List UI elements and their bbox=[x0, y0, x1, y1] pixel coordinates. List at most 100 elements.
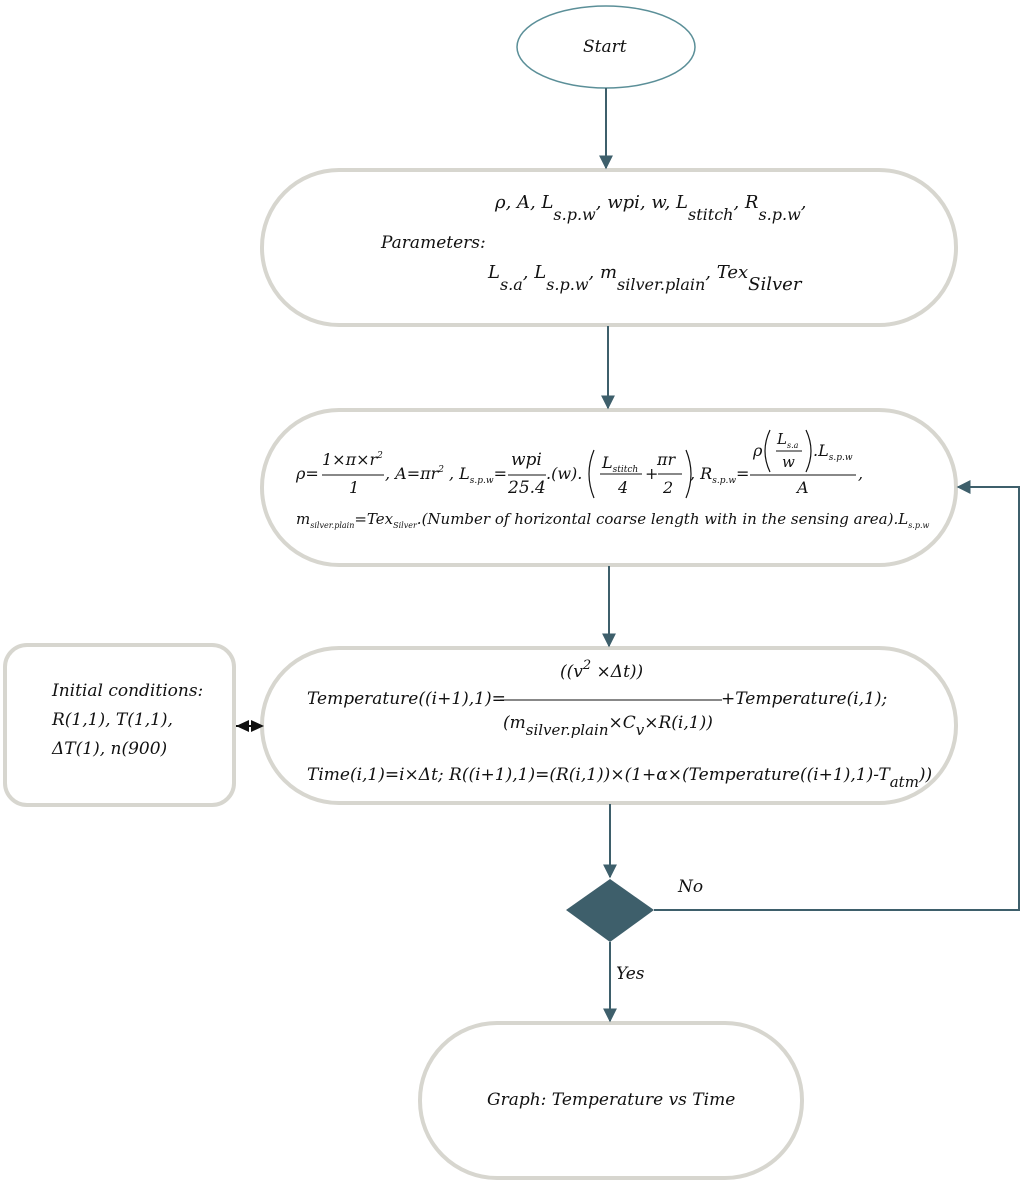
formulas-node-shape bbox=[260, 408, 958, 567]
temp-denominator: (msilver.plain×Cv×R(i,1)) bbox=[503, 713, 713, 738]
param-text: L bbox=[488, 262, 500, 283]
formula-pi-r: πr bbox=[657, 450, 676, 469]
formula-lspw: , Ls.p.w= bbox=[449, 464, 508, 486]
formula-rho-denominator: 1 bbox=[349, 478, 360, 497]
decision-no-label: No bbox=[678, 877, 704, 897]
formula-plus: + bbox=[645, 464, 659, 483]
parameters-node-shape bbox=[260, 168, 958, 327]
graph-node-shape bbox=[418, 1021, 804, 1180]
decision-diamond bbox=[566, 879, 654, 942]
param-text: , Tex bbox=[705, 262, 749, 283]
formula-w: w bbox=[782, 453, 795, 471]
param-text: , R bbox=[733, 192, 759, 213]
fraction-bar bbox=[750, 474, 856, 476]
formula-subscript: s.a bbox=[786, 441, 799, 450]
param-subscript: silver.plain bbox=[617, 275, 706, 294]
paren-lsa bbox=[764, 429, 812, 473]
formula-text: ×R(i,1)) bbox=[644, 713, 713, 733]
formula-dot-w: .(w). bbox=[546, 464, 583, 483]
fraction-bar bbox=[322, 474, 384, 476]
formula-text: Time(i,1)=i×Δt; R((i+1),1)=(R(i,1))×(1+α… bbox=[307, 765, 890, 785]
formula-text: .(Number of horizontal coarse length wit… bbox=[416, 510, 909, 528]
formula-subscript: s.p.w bbox=[828, 453, 853, 463]
formula-text: 1×π×r bbox=[322, 450, 378, 469]
initial-line-2: R(1,1), T(1,1), bbox=[52, 710, 173, 730]
decision-yes-label: Yes bbox=[616, 964, 645, 984]
formula-text: =Tex bbox=[354, 510, 394, 528]
formula-two: 2 bbox=[663, 478, 674, 497]
formula-text: , A=πr bbox=[385, 464, 439, 483]
temp-numerator: ((v2 ×Δt)) bbox=[560, 659, 644, 682]
initial-line-1: Initial conditions: bbox=[52, 681, 204, 701]
formula-l-stitch: Lstitch bbox=[602, 453, 638, 475]
parameters-label: Parameters: bbox=[381, 233, 486, 253]
param-text: , wpi, w, L bbox=[595, 192, 688, 213]
formula-text: , L bbox=[449, 464, 470, 483]
temp-plus: +Temperature(i,1); bbox=[721, 689, 888, 709]
start-label: Start bbox=[583, 37, 627, 57]
param-subscript: s.a bbox=[499, 275, 523, 294]
formula-text: , R bbox=[690, 464, 713, 483]
formula-text: )) bbox=[918, 765, 933, 785]
formula-rho: ρ= bbox=[296, 464, 319, 483]
param-subscript: s.p.w bbox=[758, 205, 801, 224]
formula-wpi: wpi bbox=[511, 450, 542, 470]
formula-text: ×C bbox=[608, 713, 636, 733]
initial-line-3: ΔT(1), n(900) bbox=[52, 739, 168, 759]
formula-text: m bbox=[296, 510, 311, 528]
formula-subscript: s.p.w bbox=[908, 521, 930, 530]
param-text: , L bbox=[522, 262, 547, 283]
param-subscript: Silver bbox=[748, 274, 802, 295]
formula-subscript: Silver bbox=[393, 521, 417, 530]
parameters-line-2: Ls.a, Ls.p.w, msilver.plain, TexSilver bbox=[488, 262, 801, 294]
formula-four: 4 bbox=[618, 478, 629, 497]
initial-conditions-shape bbox=[3, 643, 236, 807]
param-subscript: s.p.w bbox=[546, 275, 589, 294]
bidirectional-arrowhead-right bbox=[251, 720, 264, 732]
fraction-bar bbox=[508, 474, 546, 476]
formula-subscript: s.p.w bbox=[712, 476, 737, 486]
formula-254: 25.4 bbox=[508, 478, 546, 498]
formula-mass: msilver.plain=TexSilver.(Number of horiz… bbox=[296, 510, 930, 530]
formula-subscript: silver.plain bbox=[310, 521, 355, 530]
param-text: , m bbox=[588, 262, 618, 283]
fraction-bar bbox=[500, 699, 722, 701]
formula-text: (m bbox=[503, 713, 526, 733]
formula-subscript: s.p.w bbox=[469, 476, 494, 486]
formula-text: .L bbox=[813, 441, 829, 460]
formula-subscript: v bbox=[635, 721, 645, 739]
bidirectional-arrowhead-left bbox=[236, 720, 249, 732]
formula-text: L bbox=[602, 453, 613, 472]
formula-rho-numerator: 1×π×r2 bbox=[322, 452, 383, 468]
graph-label: Graph: Temperature vs Time bbox=[487, 1090, 736, 1110]
formula-superscript: 2 bbox=[438, 465, 445, 475]
formula-rspw: , Rs.p.w= bbox=[690, 464, 750, 486]
parameters-line-1: ρ, A, Ls.p.w, wpi, w, Lstitch, Rs.p.w, bbox=[495, 192, 807, 223]
formula-A: A bbox=[797, 478, 809, 497]
formula-area: , A=πr2 bbox=[385, 466, 444, 482]
formula-superscript: 2 bbox=[582, 658, 592, 673]
formula-text: = bbox=[493, 464, 508, 483]
time-line: Time(i,1)=i×Δt; R((i+1),1)=(R(i,1))×(1+α… bbox=[307, 765, 933, 790]
paren-stitch bbox=[588, 449, 692, 499]
formula-text: ×Δt)) bbox=[591, 662, 644, 682]
formula-text: ((v bbox=[560, 662, 583, 682]
param-subscript: stitch bbox=[688, 205, 734, 224]
param-subscript: s.p.w bbox=[553, 205, 596, 224]
formula-subscript: atm bbox=[889, 773, 919, 791]
param-text: , bbox=[800, 192, 807, 213]
formula-text: L bbox=[777, 430, 787, 448]
formula-text: = bbox=[736, 464, 750, 483]
formula-dot-l: .Ls.p.w bbox=[813, 441, 853, 463]
formula-lsa: Ls.a bbox=[777, 430, 799, 450]
formula-subscript: silver.plain bbox=[525, 721, 609, 739]
formula-rho-sym: ρ bbox=[753, 441, 763, 460]
temp-lhs: Temperature((i+1),1)= bbox=[307, 689, 506, 709]
formula-comma: , bbox=[858, 464, 864, 483]
formula-superscript: 2 bbox=[377, 451, 383, 461]
param-text: ρ, A, L bbox=[495, 192, 554, 213]
formula-subscript: stitch bbox=[612, 465, 639, 475]
arrow-no-feedback bbox=[654, 480, 1020, 911]
